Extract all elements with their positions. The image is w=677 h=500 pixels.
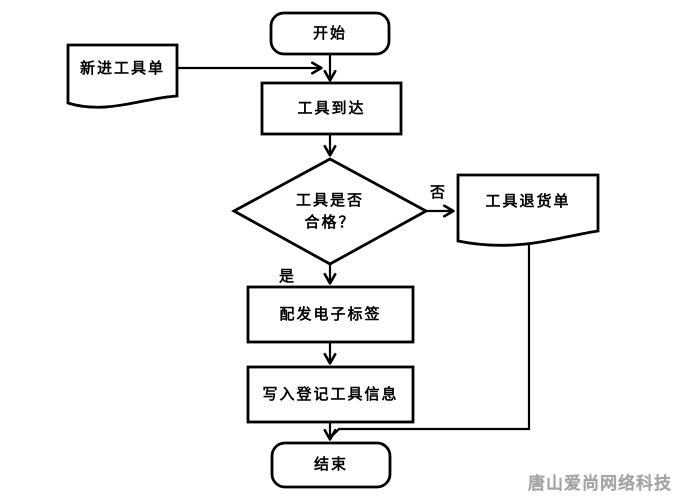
node-end-shape	[270, 441, 392, 489]
node-issue-tag-shape	[246, 285, 415, 344]
shape-group	[66, 11, 600, 489]
node-new-tool-form-shape	[66, 43, 179, 109]
node-write-info-shape	[246, 365, 415, 424]
connector-group	[177, 54, 531, 441]
node-decision-shape	[231, 157, 429, 266]
edge-return-to-end	[331, 245, 531, 437]
node-tool-arrive-shape	[260, 81, 403, 136]
node-start-shape	[269, 11, 391, 56]
node-return-form-shape	[456, 173, 600, 247]
